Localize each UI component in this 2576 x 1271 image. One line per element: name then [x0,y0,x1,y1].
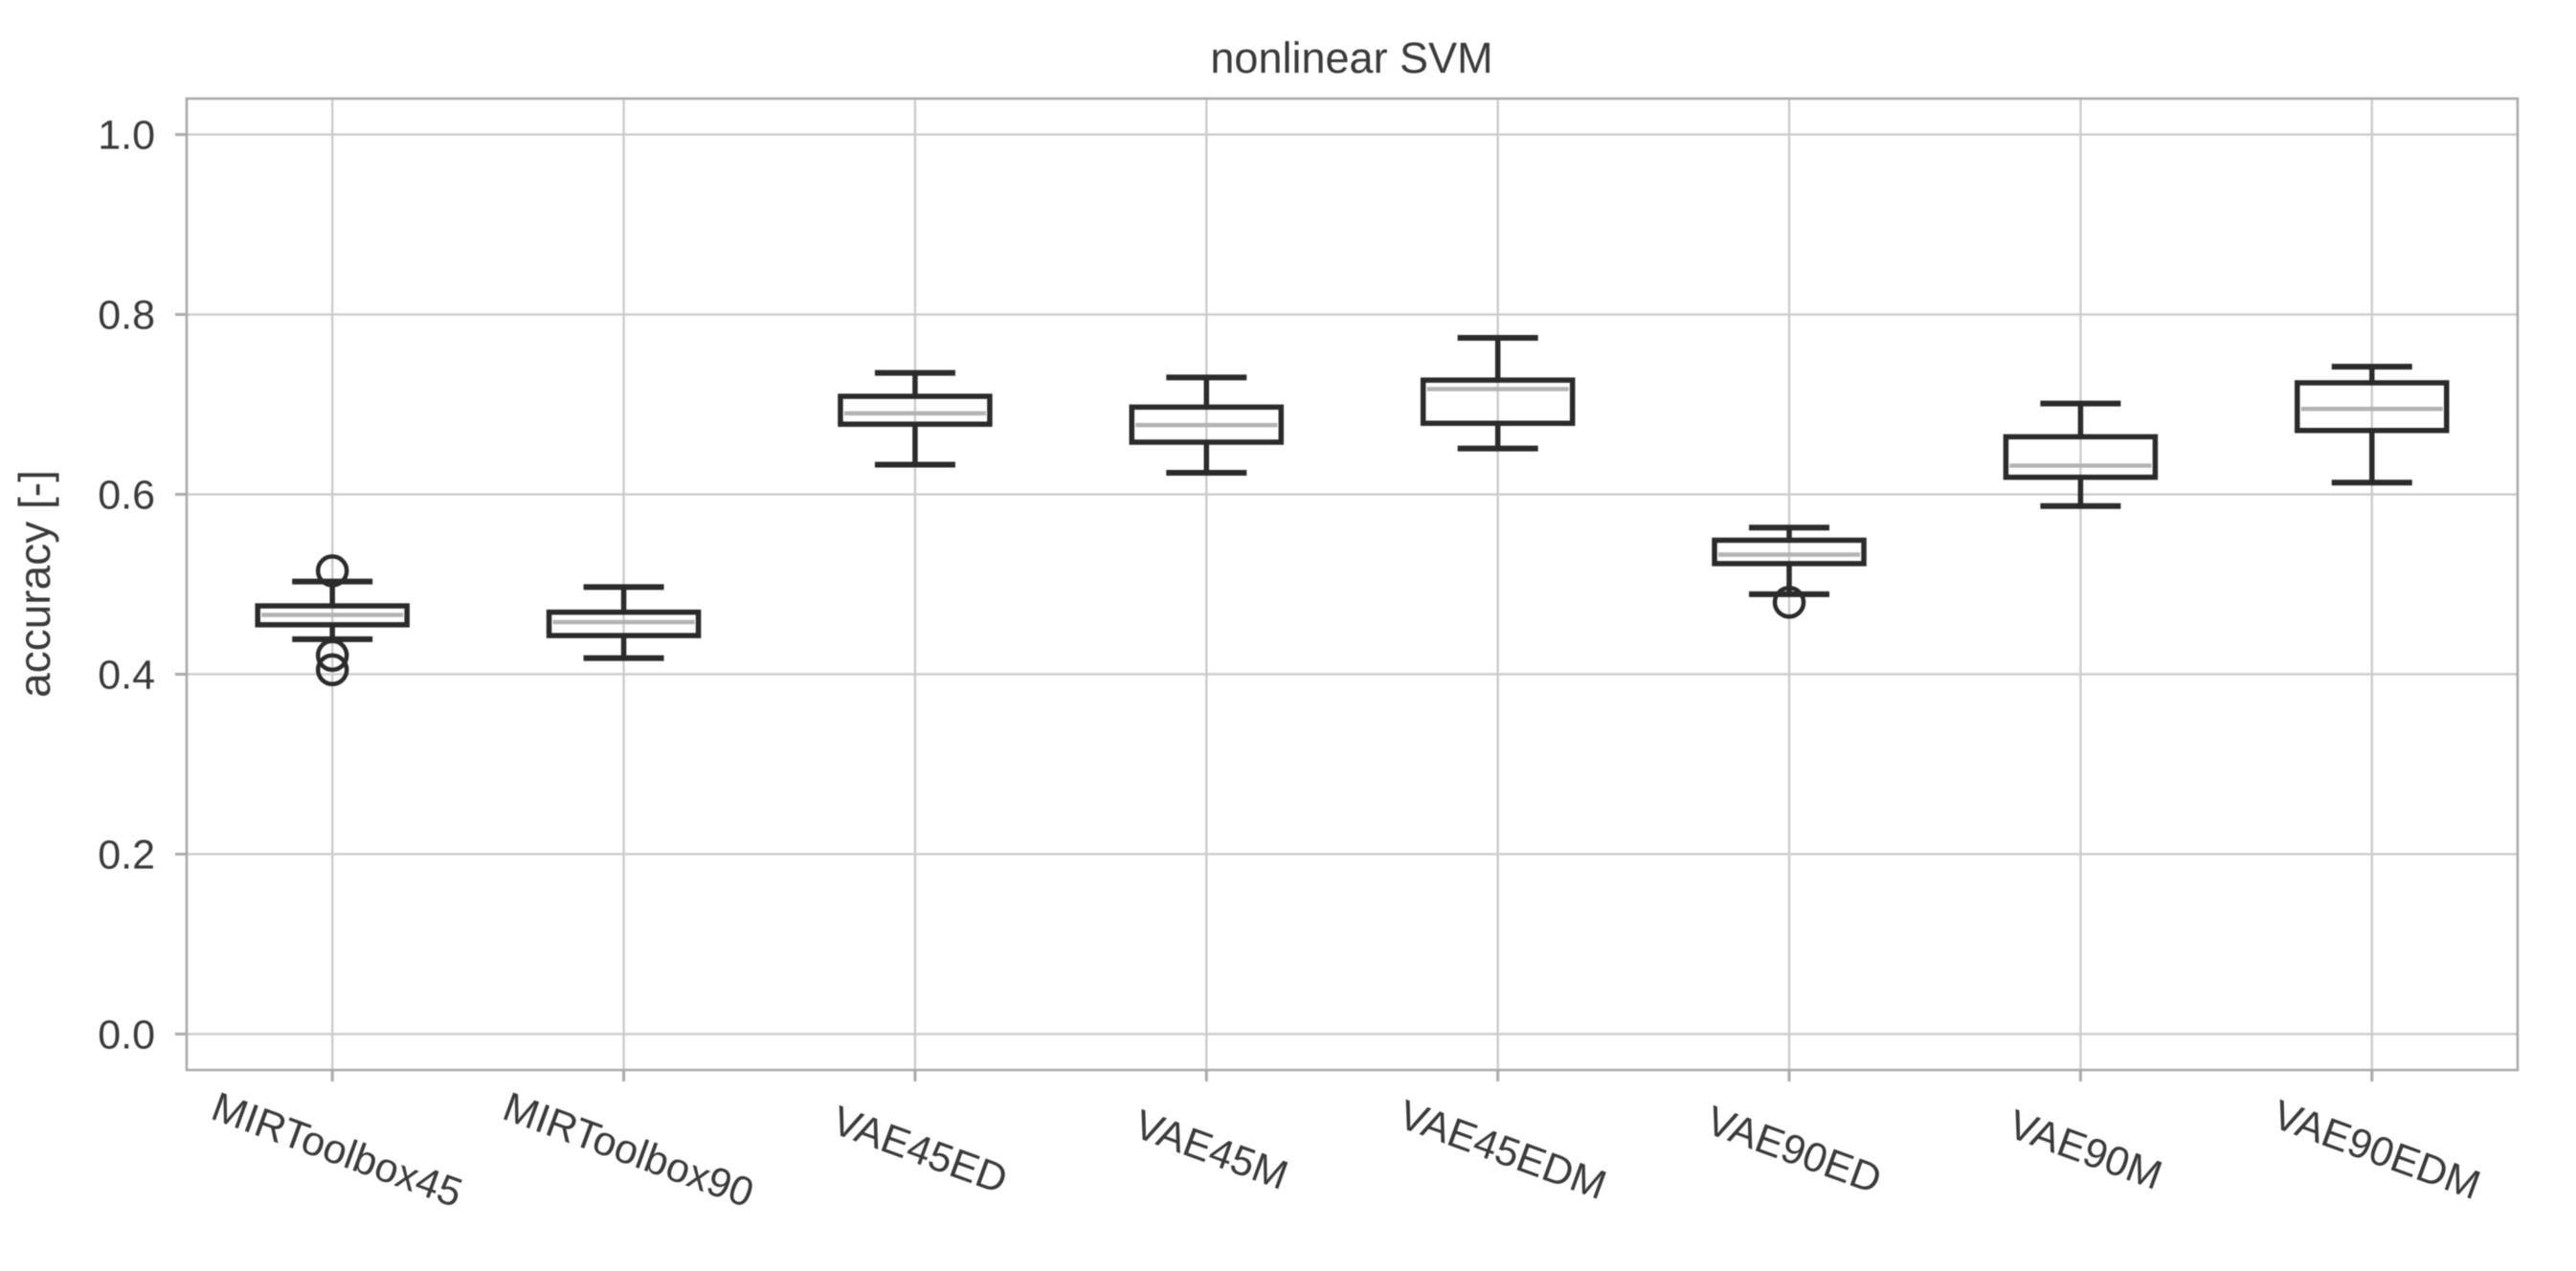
iqr-box [1129,404,1285,445]
chart-title: nonlinear SVM [1210,33,1492,82]
boxplot-VAE90M [2003,400,2159,509]
x-tick-label-VAE45ED: VAE45ED [826,1098,1013,1203]
x-tick-label-VAE90M: VAE90M [2003,1102,2168,1199]
outlier-point [315,554,349,588]
iqr-box [255,603,410,628]
axes-border [185,97,2520,1072]
x-tick-label-VAE45EDM: VAE45EDM [1393,1092,1612,1209]
y-tick-label-1.0: 1.0 [98,113,155,159]
axis-layer [175,97,2520,1081]
x-tick-label-VAE45M: VAE45M [1129,1102,1294,1199]
iqr-box [2003,434,2159,480]
box-layer [255,334,2450,687]
y-tick-label-0.8: 0.8 [98,293,155,339]
outlier-point [315,653,349,687]
iqr-box [1420,377,1576,427]
x-tick-label-MIRToolbox45: MIRToolbox45 [206,1083,468,1216]
y-tick-label-0.4: 0.4 [98,652,155,698]
boxplot-MIRToolbox45 [255,554,410,687]
y-tick-label-0.0: 0.0 [98,1012,155,1058]
x-tick-label-VAE90EDM: VAE90EDM [2267,1092,2486,1209]
boxplot-VAE90ED [1712,524,1867,619]
grid-layer [187,99,2518,1070]
boxplot-VAE45ED [838,369,993,468]
x-tick-label-MIRToolbox90: MIRToolbox90 [497,1083,759,1216]
boxplot-VAE90EDM [2295,364,2450,486]
iqr-box [2295,380,2450,434]
y-tick-label-0.2: 0.2 [98,832,155,878]
y-tick-label-0.6: 0.6 [98,473,155,519]
boxplot-MIRToolbox90 [546,584,702,661]
boxplot-VAE45M [1129,374,1285,476]
iqr-box [838,393,993,427]
boxplot-VAE45EDM [1420,334,1576,452]
outlier-point [1772,586,1806,619]
iqr-box [546,609,702,638]
iqr-box [1712,537,1867,567]
x-tick-label-VAE90ED: VAE90ED [1700,1098,1887,1203]
y-axis-label: accuracy [-] [10,470,59,698]
outlier-point [315,638,349,672]
